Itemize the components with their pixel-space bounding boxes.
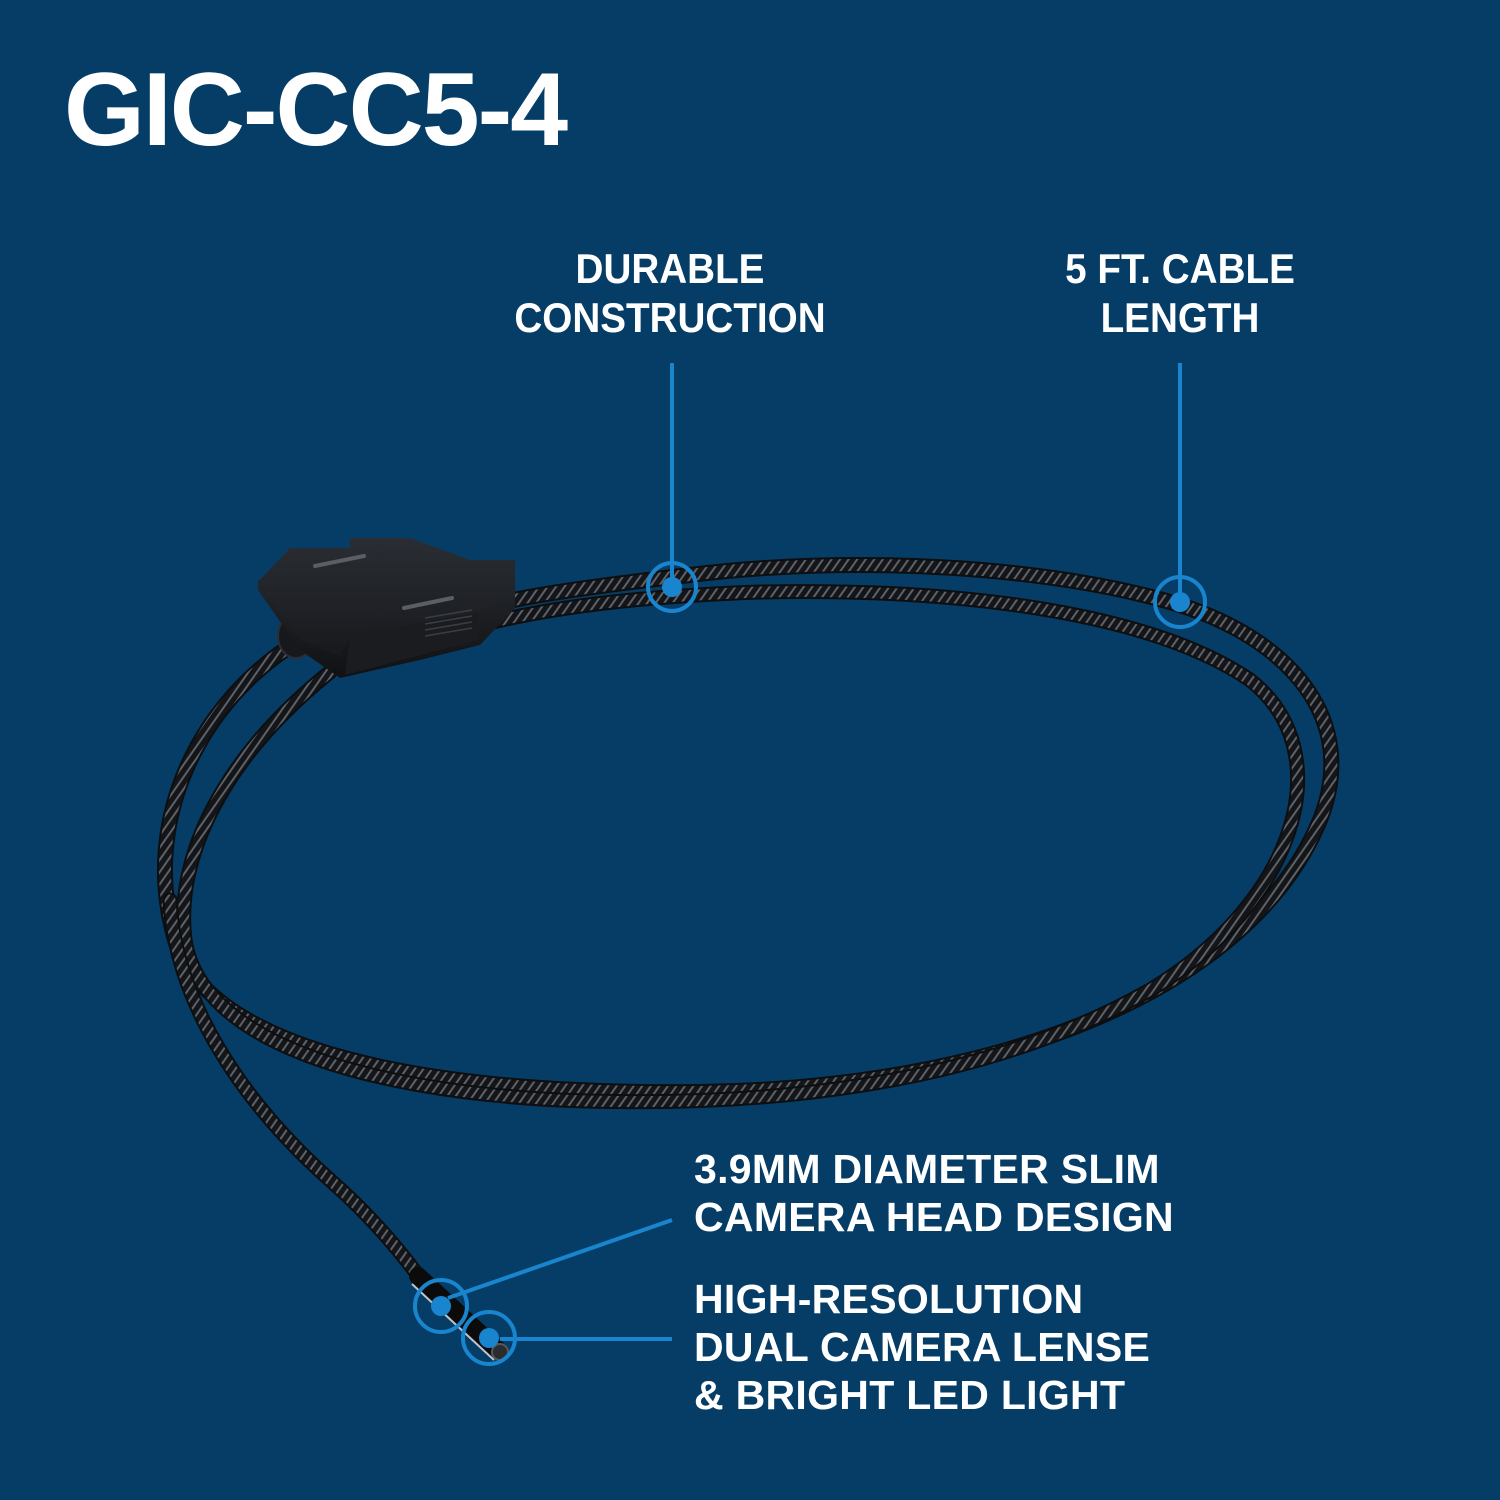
label-line: 5 FT. CABLE [1065, 245, 1295, 292]
label-line: 3.9MM DIAMETER SLIM [694, 1146, 1160, 1192]
label-line: LENGTH [1100, 294, 1260, 342]
label-line: DURABLE [575, 245, 765, 292]
durable-target-marker-icon [646, 363, 698, 613]
cable-length-target-marker-icon [1153, 363, 1207, 629]
model-title: GIC-CC5-4 [64, 52, 568, 168]
cable-length-label: 5 FT. CABLE LENGTH [1033, 244, 1327, 342]
label-line: & BRIGHT LED LIGHT [694, 1371, 1126, 1418]
armored-cable [156, 557, 1340, 1293]
label-line: CAMERA HEAD DESIGN [694, 1193, 1174, 1240]
durable-construction-label: DURABLE CONSTRUCTION [486, 244, 854, 342]
slim-camera-head-label: 3.9MM DIAMETER SLIM CAMERA HEAD DESIGN [694, 1146, 1314, 1242]
dual-lens-target-marker-icon [461, 1310, 672, 1366]
label-line: HIGH-RESOLUTION [694, 1276, 1084, 1322]
connector-module [258, 538, 515, 678]
dual-camera-lens-label: HIGH-RESOLUTION DUAL CAMERA LENSE & BRIG… [694, 1276, 1314, 1420]
callout-markers [413, 363, 1207, 1366]
slim-head-target-marker-icon [413, 1218, 673, 1334]
label-line: CONSTRUCTION [514, 294, 826, 342]
label-line: DUAL CAMERA LENSE [694, 1323, 1151, 1370]
